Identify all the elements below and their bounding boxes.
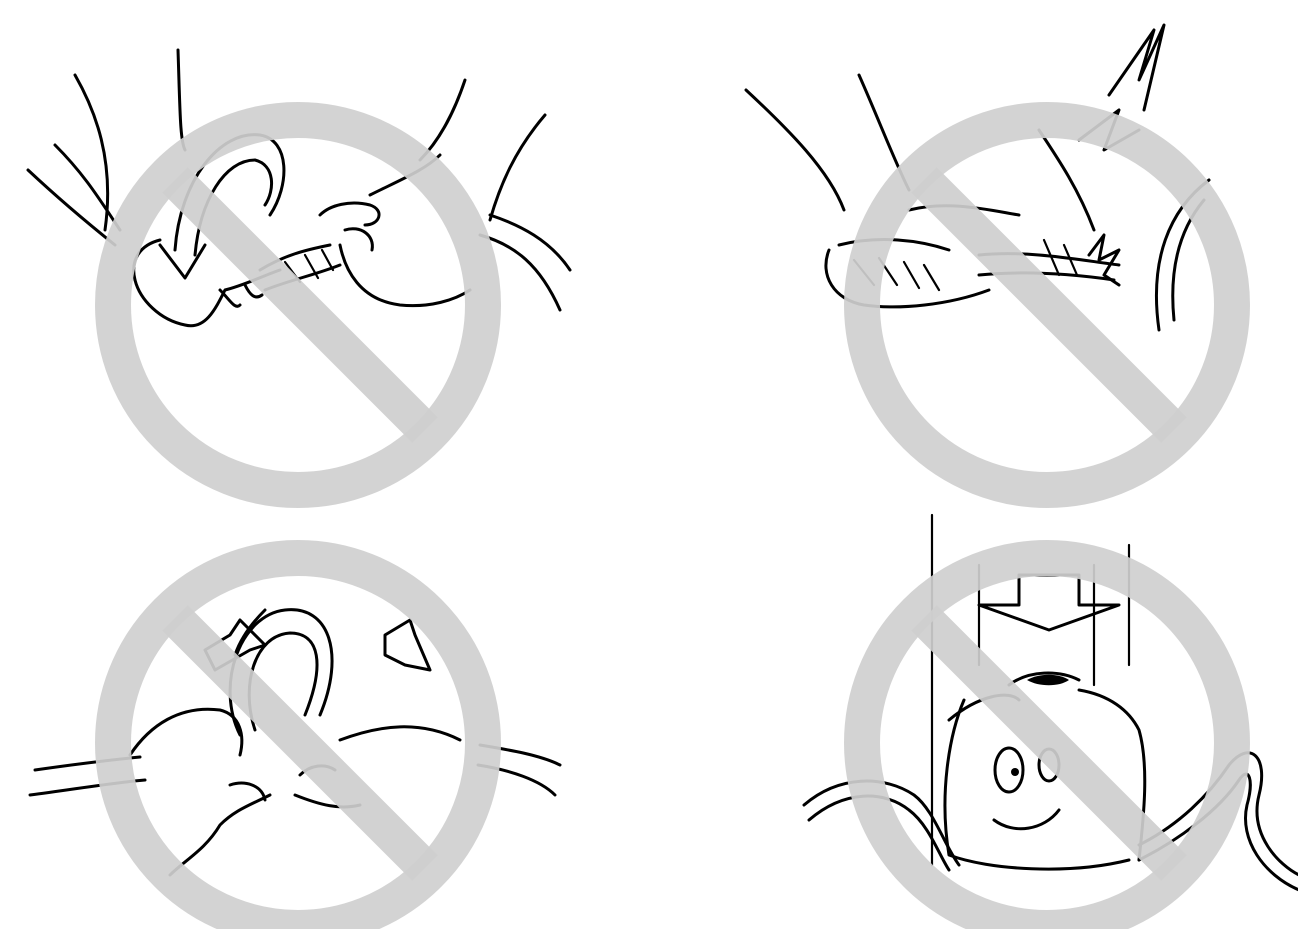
hand-holding-damaged-cord-drawing: [746, 25, 1209, 330]
panel-no-twisting-cord: [0, 0, 649, 465]
panel-no-knotted-cord: [0, 465, 649, 929]
panel-no-crushed-cord: [649, 465, 1298, 929]
prohibition-sign-icon: [113, 558, 483, 928]
knotted-cord-pull-icon: [0, 465, 649, 929]
panel-no-damaged-cord: [649, 0, 1298, 465]
prohibition-slash: [924, 180, 1174, 430]
twisting-cord-icon: [0, 0, 649, 465]
crushed-cord-icon: [649, 465, 1298, 929]
prohibition-slash: [175, 180, 425, 430]
damaged-cord-spark-icon: [649, 0, 1298, 465]
prohibition-sign-icon: [862, 558, 1232, 928]
prohibition-slash: [924, 618, 1174, 868]
